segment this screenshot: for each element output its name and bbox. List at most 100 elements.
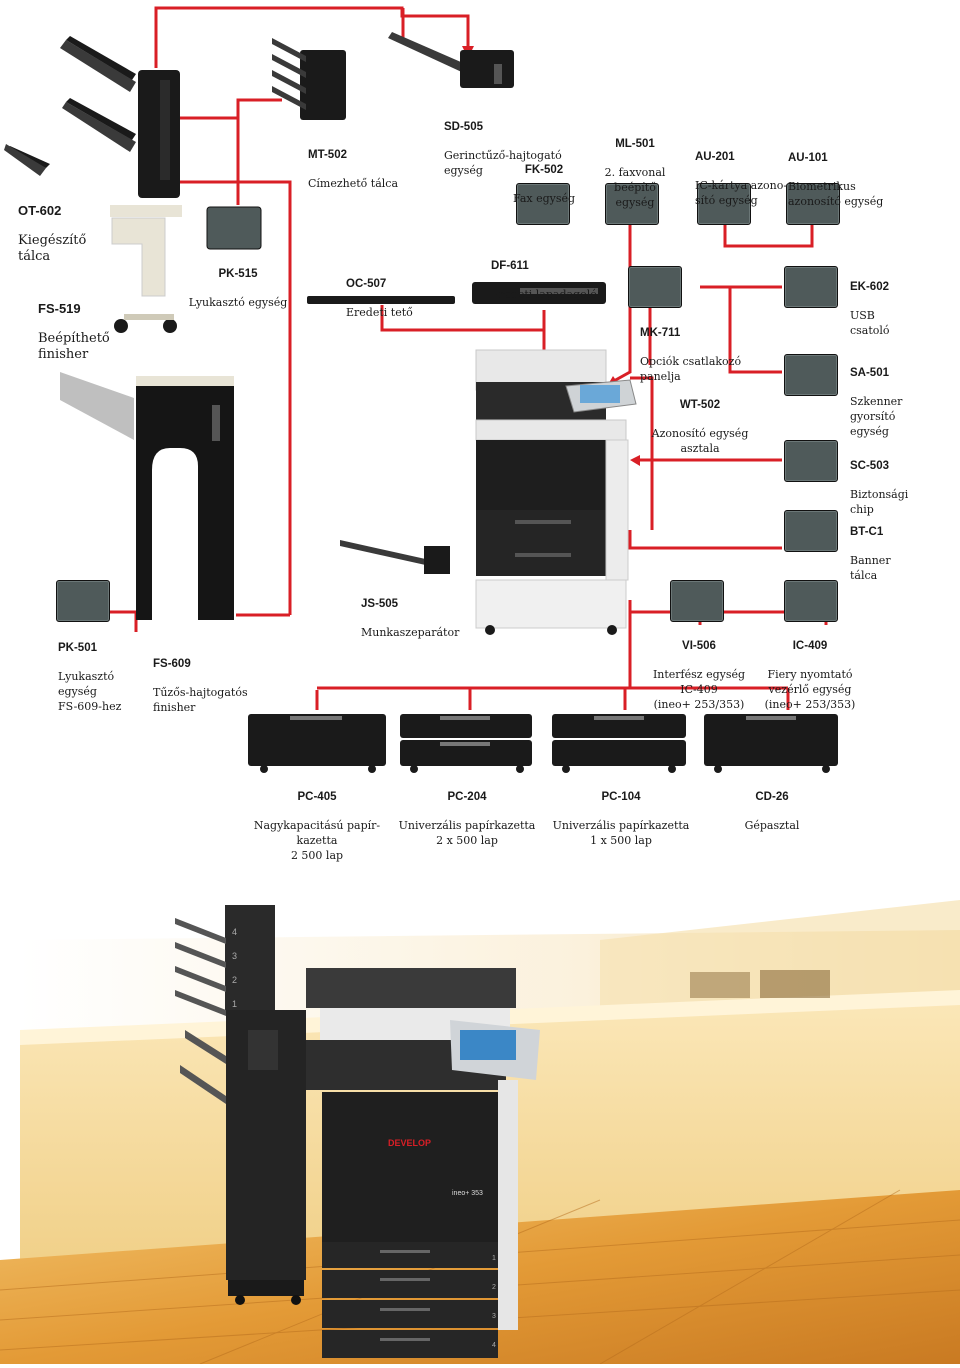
vi506-desc: Interfész egység IC-409 (ineo+ 253/353) — [652, 668, 746, 711]
photo-drawer-numbers: 1 2 3 4 — [492, 1244, 502, 1360]
pc204-code: PC-204 — [447, 791, 487, 803]
tray-number: 4 — [232, 927, 238, 937]
ek602-box — [784, 266, 838, 308]
oc507-code: OC-507 — [346, 278, 387, 290]
label-js505: JS-505 Munkaszeparátor — [361, 582, 459, 640]
ot602-desc: Kiegészítő tálca — [18, 233, 87, 264]
ek602-desc: USB csatoló — [850, 309, 890, 337]
au201-desc: IC-kártya azono- sító egység — [695, 179, 788, 207]
vi506-code: VI-506 — [682, 640, 716, 652]
pc204-cassette — [400, 714, 532, 773]
connector-diagram — [4, 6, 838, 773]
drawer-number: 2 — [492, 1284, 496, 1291]
photo-model: ineo+ 353 — [452, 1190, 483, 1197]
label-pk515: PK-515 Lyukasztó egység — [186, 252, 290, 310]
pk501-code: PK-501 — [58, 642, 97, 654]
pk501-box — [56, 580, 110, 622]
tray-number: 1 — [232, 999, 238, 1009]
connector-main-vertical — [180, 180, 292, 615]
fk502-desc: Fax egység — [512, 192, 576, 205]
photo-tray-numbers: 4 3 2 1 — [232, 920, 244, 1016]
sd505-code: SD-505 — [444, 121, 483, 133]
fs519-desc: Beépíthető finisher — [38, 331, 110, 362]
pk501-desc: Lyukasztó egység FS-609-hez — [58, 670, 122, 713]
pc204-desc: Univerzális papírkazetta 2 x 500 lap — [398, 819, 536, 847]
label-ot602: OT-602 Kiegészítő tálca — [18, 189, 86, 265]
mt502-code: MT-502 — [308, 149, 347, 161]
label-ek602: EK-602 USB csatoló — [850, 265, 890, 338]
connector-au — [723, 225, 814, 248]
label-pk501: PK-501 Lyukasztó egység FS-609-hez — [58, 626, 121, 714]
wt502-code: WT-502 — [679, 399, 721, 411]
main-copier — [475, 349, 637, 635]
ek602-code: EK-602 — [850, 281, 889, 293]
js505-unit — [340, 540, 450, 574]
tray-number: 3 — [232, 951, 238, 961]
label-pc405: PC-405 Nagykapacitású papír- kazetta 2 5… — [244, 775, 390, 863]
label-pc204: PC-204 Univerzális papírkazetta 2 x 500 … — [396, 775, 538, 848]
sc503-box — [784, 440, 838, 482]
label-fk502: FK-502 Fax egység — [508, 148, 580, 206]
sc503-code: SC-503 — [850, 460, 889, 472]
label-sa501: SA-501 Szkenner gyorsító egység — [850, 351, 902, 439]
pc405-cassette — [248, 714, 386, 773]
label-cd26: CD-26 Gépasztal — [720, 775, 824, 833]
label-df611: DF-611 Eredeti lapadagoló — [491, 244, 597, 302]
product-photo: DEVELOP ineo+ 353 4 3 2 1 1 2 3 4 — [0, 860, 960, 1365]
wt502-desc: Azonosító egység asztala — [651, 427, 749, 455]
js505-desc: Munkaszeparátor — [361, 626, 460, 639]
au201-code: AU-201 — [695, 151, 735, 163]
label-mk711: MK-711 Opciók csatlakozó panelja — [640, 311, 741, 384]
vi506-box — [670, 580, 724, 622]
df611-code: DF-611 — [491, 260, 529, 272]
label-oc507: OC-507 Eredeti tető — [346, 262, 413, 320]
au201-box — [697, 183, 751, 225]
ic409-desc: Fiery nyomtató vezérlő egység (ineo+ 253… — [764, 668, 856, 711]
label-wt502: WT-502 Azonosító egység asztala — [646, 383, 754, 456]
au101-desc: Biometrikus azonosító egység — [788, 180, 884, 208]
drawer-number: 1 — [492, 1255, 496, 1262]
label-vi506: VI-506 Interfész egység IC-409 (ineo+ 25… — [646, 624, 752, 712]
drawer-number: 3 — [492, 1313, 496, 1320]
sa501-desc: Szkenner gyorsító egység — [850, 395, 903, 438]
sa501-code: SA-501 — [850, 367, 889, 379]
ic409-code: IC-409 — [792, 640, 828, 652]
label-sd505: SD-505 Gerinctűző-hajtogató egység — [444, 105, 562, 178]
pc104-code: PC-104 — [601, 791, 641, 803]
pc104-cassette — [552, 714, 686, 773]
oc507-desc: Eredeti tető — [346, 306, 413, 319]
label-au101: AU-101 Biometrikus azonosító egység — [788, 136, 883, 209]
photo-copier — [306, 968, 540, 1358]
label-mt502: MT-502 Címezhető tálca — [308, 133, 398, 191]
js505-code: JS-505 — [361, 598, 399, 610]
ml501-code: ML-501 — [615, 138, 655, 150]
btc1-box — [784, 510, 838, 552]
ml501-box — [605, 183, 659, 225]
ot602-trays — [4, 36, 136, 176]
fk502-code: FK-502 — [524, 164, 564, 176]
pc405-code: PC-405 — [297, 791, 337, 803]
label-pc104: PC-104 Univerzális papírkazetta 1 x 500 … — [548, 775, 694, 848]
btc1-desc: Banner tálca — [850, 554, 891, 582]
ml501-desc: 2. faxvonal beépítő egység — [604, 166, 666, 209]
fs609-finisher — [60, 372, 234, 620]
photo-mailbox — [175, 905, 306, 1305]
mt502-desc: Címezhető tálca — [308, 177, 399, 190]
mk711-code: MK-711 — [640, 327, 681, 339]
office-scene — [0, 900, 960, 1365]
label-fs609: FS-609 Tűzős-hajtogatós finisher — [153, 642, 248, 715]
label-au201: AU-201 IC-kártya azono- sító egység — [695, 135, 787, 208]
pc104-desc: Univerzális papírkazetta 1 x 500 lap — [552, 819, 690, 847]
au101-box — [786, 183, 840, 225]
pk515-desc: Lyukasztó egység — [188, 296, 288, 309]
label-ml501: ML-501 2. faxvonal beépítő egység — [596, 122, 674, 210]
photo-brand: DEVELOP — [388, 1138, 432, 1148]
cd26-desk — [704, 714, 838, 773]
df611-unit — [472, 282, 606, 304]
sa501-box — [784, 354, 838, 396]
pc405-desc: Nagykapacitású papír- kazetta 2 500 lap — [253, 819, 381, 862]
sd505-unit — [388, 32, 514, 88]
fs609-code: FS-609 — [153, 658, 191, 670]
drawer-number: 4 — [492, 1342, 496, 1349]
